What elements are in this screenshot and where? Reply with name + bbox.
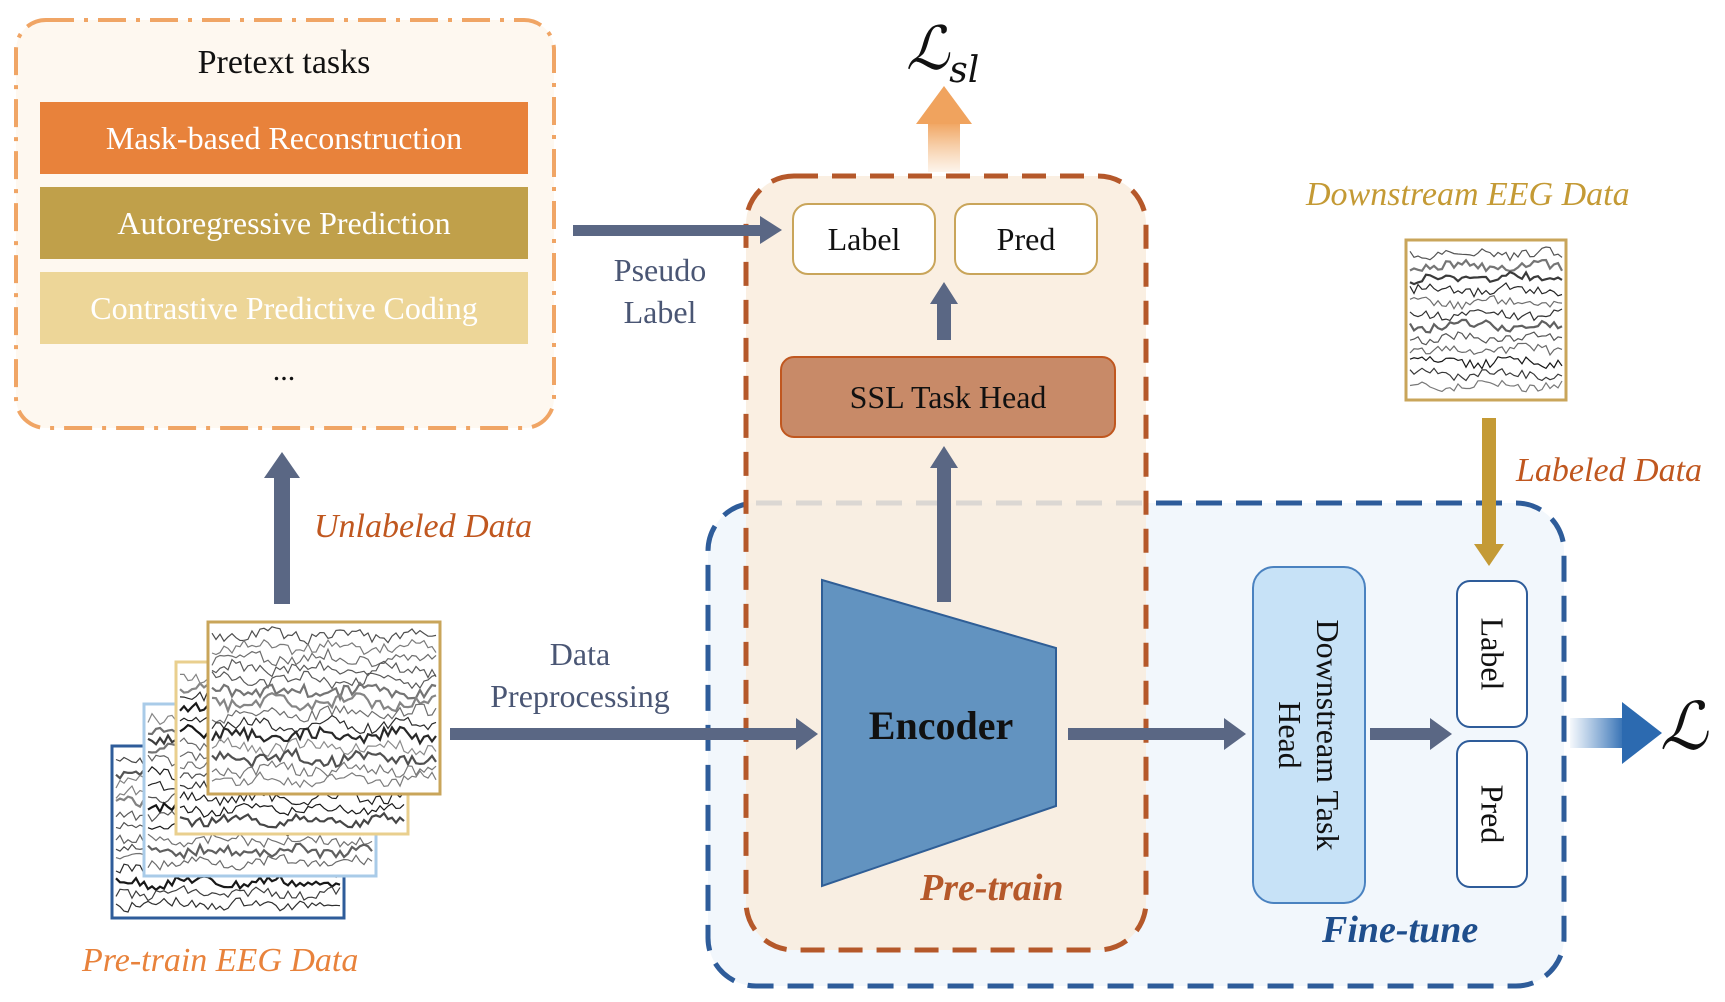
loss-up-arrow xyxy=(916,86,972,172)
downstream-eeg-panel xyxy=(1404,238,1568,402)
loss-right-arrow xyxy=(1570,702,1662,764)
labeled-data-arrow xyxy=(1474,418,1504,566)
pretrain-eeg-stack xyxy=(110,620,442,920)
data-preprocessing-line1: Data xyxy=(549,636,611,672)
downstream-task-head: Downstream Task Head xyxy=(1252,566,1366,904)
downstream-label-text: Label xyxy=(1474,617,1511,691)
task-autoregressive: Autoregressive Prediction xyxy=(40,187,528,259)
pretext-more: ... xyxy=(272,354,296,387)
finetune-region-label: Fine-tune xyxy=(1322,909,1479,951)
downstream-head-line2: Head xyxy=(1272,701,1308,769)
unlabeled-data-label: Unlabeled Data xyxy=(314,508,533,545)
ssl-pred-text: Pred xyxy=(996,220,1056,257)
pseudo-label-line2: Label xyxy=(623,294,697,330)
downstream-eeg-label: Downstream EEG Data xyxy=(1306,176,1630,213)
pretrain-eeg-label: Pre-train EEG Data xyxy=(82,942,359,979)
downstream-label-box: Label xyxy=(1456,580,1528,728)
task-label: Mask-based Reconstruction xyxy=(105,119,463,156)
pretext-title: Pretext tasks xyxy=(197,44,371,81)
loss-sl-symbol: ℒsl xyxy=(906,14,979,91)
eeg-panel-4 xyxy=(206,620,442,796)
encoder-label: Encoder xyxy=(868,703,1014,748)
ssl-task-head: SSL Task Head xyxy=(780,356,1116,438)
data-preprocessing-line2: Preprocessing xyxy=(490,678,670,714)
task-contrastive-predictive: Contrastive Predictive Coding xyxy=(40,272,528,344)
loss-subscript: sl xyxy=(949,50,980,91)
downstream-head-text: Downstream Task Head xyxy=(1271,575,1347,895)
downstream-pred-box: Pred xyxy=(1456,740,1528,888)
loss-symbol: ℒ xyxy=(1660,688,1708,765)
task-label: Autoregressive Prediction xyxy=(117,204,451,241)
downstream-eeg-image xyxy=(1404,238,1568,402)
downstream-pred-text: Pred xyxy=(1474,784,1511,844)
pseudo-label-line1: Pseudo xyxy=(613,252,707,288)
task-mask-reconstruction: Mask-based Reconstruction xyxy=(40,102,528,174)
ssl-label-box: Label xyxy=(792,203,936,275)
labeled-data-label: Labeled Data xyxy=(1516,452,1703,489)
ssl-pred-box: Pred xyxy=(954,203,1098,275)
arrows xyxy=(264,216,1452,750)
downstream-head-line1: Downstream Task xyxy=(1310,619,1346,851)
ssl-label-text: Label xyxy=(827,220,901,257)
encoder-trapezoid xyxy=(821,578,1057,888)
ssl-head-text: SSL Task Head xyxy=(849,378,1047,415)
task-label: Contrastive Predictive Coding xyxy=(90,289,478,326)
pretrain-region-label: Pre-train xyxy=(920,867,1064,909)
loss-script: ℒ xyxy=(906,14,950,84)
